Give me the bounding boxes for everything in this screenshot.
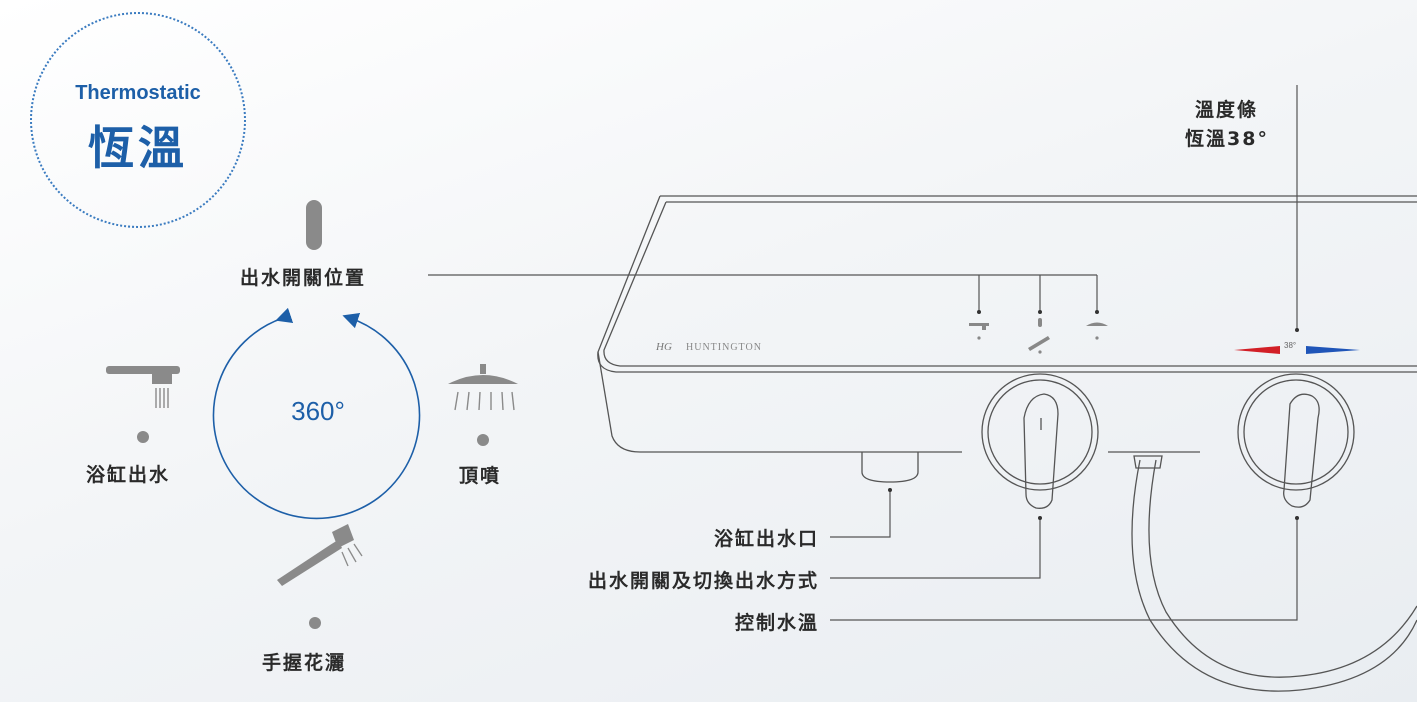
- switch-position-label: 出水開關位置: [240, 267, 367, 289]
- overhead-dot-icon: [477, 434, 489, 446]
- temp-bar-label: 溫度條: [1195, 99, 1259, 121]
- leader-dots: [888, 310, 1299, 520]
- hand-shower-icon: [277, 524, 363, 586]
- tub-outlet-callout: 浴缸出水口: [713, 528, 819, 550]
- bathtub-spout-icon: [106, 366, 180, 408]
- overhead-shower-label: 頂噴: [459, 465, 502, 487]
- temp-constant-label: 恆溫38°: [1185, 128, 1269, 150]
- thermostatic-badge: [30, 12, 246, 228]
- badge-title-zh: 恆溫: [88, 121, 188, 175]
- rotation-dial: [212, 307, 421, 520]
- control-temp-callout: 控制水溫: [734, 612, 819, 634]
- hand-shower-dot-icon: [309, 617, 321, 629]
- leader-lines: [428, 85, 1298, 621]
- shower-control-unit: [597, 195, 1417, 692]
- rotation-value: 360°: [291, 396, 345, 426]
- badge-title-en: Thermostatic: [75, 82, 201, 104]
- panel-mode-icons: [969, 318, 1108, 354]
- switch-callout: 出水開關及切換出水方式: [587, 570, 819, 592]
- lever-icon: [306, 200, 322, 250]
- bathtub-outlet-label: 浴缸出水: [86, 464, 171, 486]
- brand-logo: HG: [656, 341, 672, 353]
- bathtub-dot-icon: [137, 431, 149, 443]
- brand-name: HUNTINGTON: [686, 342, 762, 353]
- temp-mark: 38°: [1284, 341, 1297, 350]
- overhead-shower-icon: [448, 364, 518, 411]
- temperature-bar: [1234, 346, 1360, 354]
- hand-shower-label: 手握花灑: [262, 652, 347, 674]
